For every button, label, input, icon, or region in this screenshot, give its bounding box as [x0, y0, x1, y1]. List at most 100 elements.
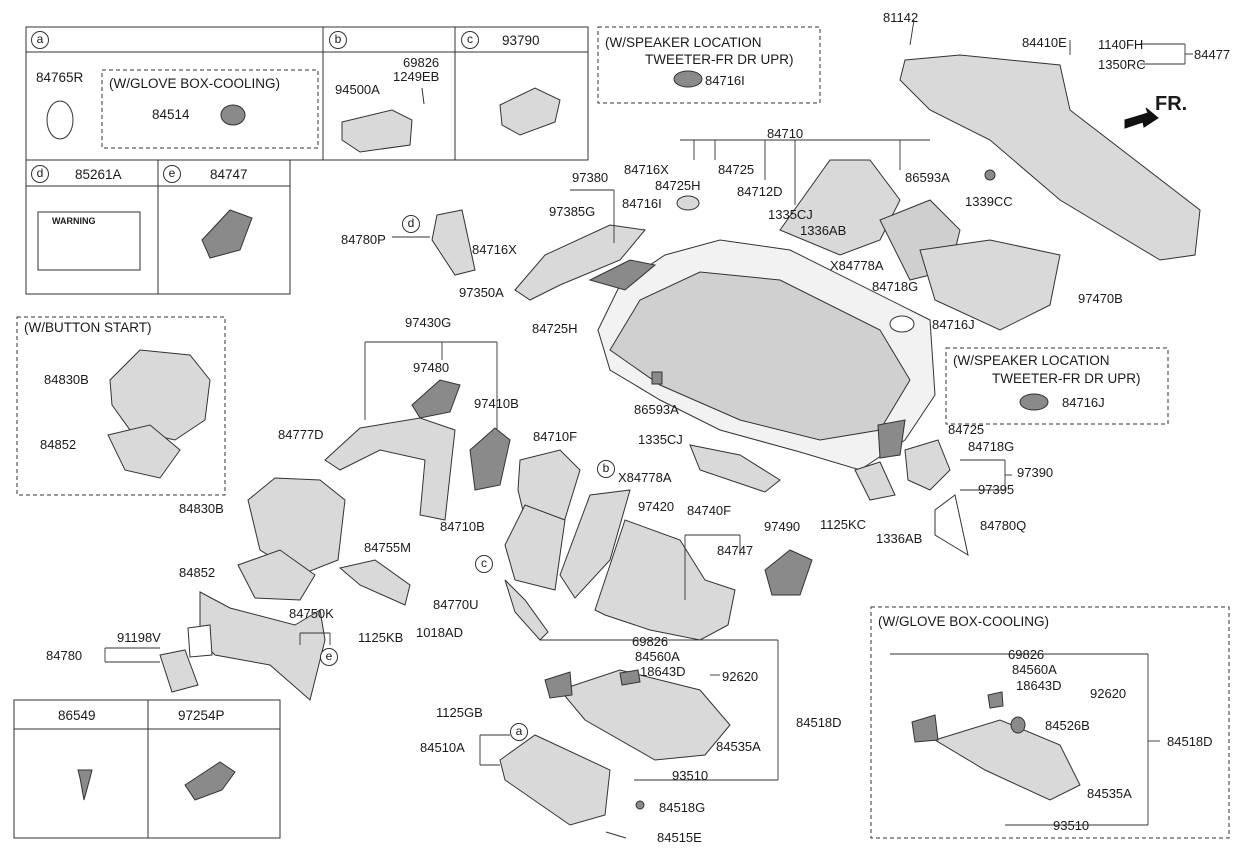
label-84770U: 84770U [433, 597, 479, 612]
part-84830B-shroud [247, 477, 346, 576]
part-84852-shroud-lower-a [107, 424, 181, 479]
part-97254P [184, 761, 236, 801]
part-84830B-shroud-a [109, 349, 211, 441]
warning-text: WARNING [52, 216, 96, 226]
speaker-top-part: 84716I [705, 73, 745, 88]
ref-b-circle: b [597, 460, 615, 478]
part-84716I-speaker [673, 70, 703, 88]
label-84716X-a: 84716X [624, 162, 669, 177]
part-84755M [338, 559, 411, 606]
label-X84778A-a: X84778A [830, 258, 884, 273]
label-97420: 97420 [638, 499, 675, 514]
front-direction-label: FR. [1155, 93, 1188, 115]
label-1339CC: 1339CC [965, 194, 1013, 209]
label-84716J-a: 84716J [932, 317, 975, 332]
part-86593A [651, 371, 663, 385]
label-18643D: 18643D [640, 664, 686, 679]
box-b-letter: b [329, 31, 347, 49]
label-X84778A-b: X84778A [618, 470, 672, 485]
part-84716J-speaker [1019, 393, 1049, 411]
label-84725-a: 84725 [718, 162, 755, 177]
part-97350A [514, 224, 646, 301]
gc-84526B: 84526B [1045, 718, 1090, 733]
gc-84560A: 84560A [1012, 662, 1057, 677]
gc-84535A: 84535A [1087, 786, 1132, 801]
box-a-dashed [101, 69, 319, 149]
button-start-title: (W/BUTTON START) [24, 320, 152, 335]
label-1336AB-b: 1336AB [876, 531, 923, 546]
label-93510: 93510 [672, 768, 709, 783]
box-c-part: 93790 [502, 33, 540, 48]
part-97390 [904, 439, 951, 491]
label-84750K: 84750K [289, 606, 334, 621]
label-84515E: 84515E [657, 830, 702, 845]
gc-93510: 93510 [1053, 818, 1090, 833]
label-1018AD: 1018AD [416, 625, 463, 640]
speaker-right-part: 84716J [1062, 395, 1105, 410]
warning-label [37, 211, 141, 271]
ref-d-circle: d [402, 215, 420, 233]
part-84765R [46, 100, 74, 140]
part-97410B-vent [469, 427, 511, 491]
label-1335CJ-b: 1335CJ [638, 432, 683, 447]
front-arrow-icon [1124, 107, 1159, 129]
speaker-top-title-1: (W/SPEAKER LOCATION [605, 35, 762, 50]
box-bottom-part-2: 97254P [178, 708, 225, 723]
part-94500A [341, 109, 413, 153]
box-d-part: 85261A [75, 167, 122, 182]
label-84740F: 84740F [687, 503, 732, 518]
label-97380: 97380 [572, 170, 609, 185]
label-84710B: 84710B [440, 519, 485, 534]
part-91198V [187, 624, 213, 658]
label-84518G: 84518G [659, 800, 706, 815]
speaker-right-title-2: TWEETER-FR DR UPR) [992, 371, 1141, 386]
part-84780P [431, 209, 476, 276]
box-a-part: 84765R [36, 70, 84, 85]
gc-18643D: 18643D [1016, 678, 1062, 693]
part-84740F [594, 519, 736, 641]
label-69826: 69826 [632, 634, 669, 649]
part-84725-b [877, 419, 906, 459]
label-97470B: 97470B [1078, 291, 1123, 306]
label-84747: 84747 [717, 543, 754, 558]
label-97385G: 97385G [549, 204, 596, 219]
label-84560A: 84560A [635, 649, 680, 664]
label-84777D: 84777D [278, 427, 324, 442]
box-a-letter: a [31, 31, 49, 49]
speaker-top-box [597, 26, 821, 104]
part-84852-shroud-lower [237, 549, 316, 601]
label-1335CJ-a: 1335CJ [768, 207, 813, 222]
label-84710: 84710 [767, 126, 804, 141]
part-84718G-b [854, 461, 896, 501]
label-84716I-a: 84716I [622, 196, 662, 211]
part-84770U [504, 579, 549, 641]
label-84535A: 84535A [716, 739, 761, 754]
label-1140FH: 1140FH [1098, 37, 1144, 52]
label-84780Q: 84780Q [980, 518, 1027, 533]
part-97430G-hood [324, 417, 456, 521]
box-b-part-3: 1249EB [393, 69, 440, 84]
box-e-part: 84747 [210, 167, 248, 182]
part-84780Q [934, 494, 969, 557]
part-97490-vent [764, 549, 813, 596]
box-row-top [25, 26, 589, 161]
ref-e-circle: e [320, 648, 338, 666]
part-84716J-grille [889, 315, 915, 333]
label-92620: 92620 [722, 669, 759, 684]
part-84780 [159, 649, 199, 693]
part-84518D-housing [559, 669, 731, 761]
button-start-part-2: 84852 [40, 437, 77, 452]
box-d-letter: d [31, 165, 49, 183]
speaker-right-title-1: (W/SPEAKER LOCATION [953, 353, 1110, 368]
part-84712D-duct [779, 159, 901, 256]
part-84716I-grille [676, 195, 700, 211]
label-81142: 81142 [883, 10, 919, 25]
label-97350A: 97350A [459, 285, 504, 300]
label-84712D: 84712D [737, 184, 783, 199]
label-84755M: 84755M [364, 540, 411, 555]
speaker-top-title-2: TWEETER-FR DR UPR) [645, 52, 794, 67]
label-97395: 97395 [978, 482, 1015, 497]
speaker-right-box [945, 347, 1169, 425]
